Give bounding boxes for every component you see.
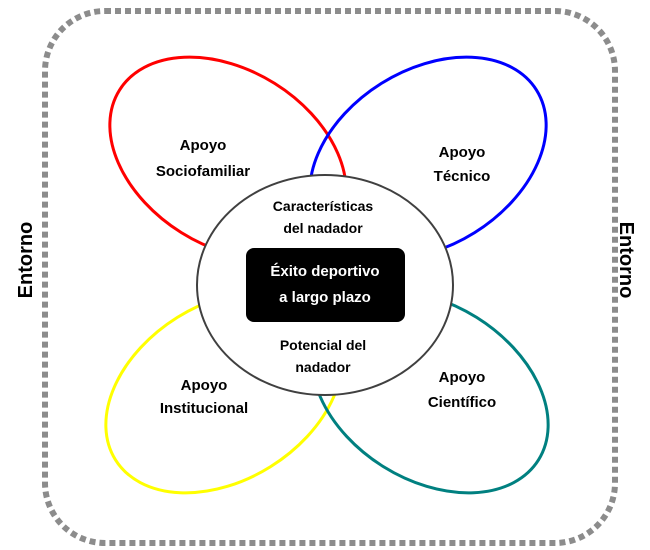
core-label-1: Éxito deportivo — [270, 263, 379, 280]
sociofamiliar-label-1: Apoyo — [180, 137, 227, 154]
environment-label-left: Entorno — [15, 222, 37, 299]
scientific-label-1: Apoyo — [439, 369, 486, 386]
institutional-label-2: Institucional — [160, 400, 248, 417]
characteristics-label-2: del nadador — [283, 220, 363, 236]
core-box — [246, 248, 405, 322]
core-label-2: a largo plazo — [279, 289, 371, 306]
potential-label-2: nadador — [295, 359, 351, 375]
sociofamiliar-label-2: Sociofamiliar — [156, 163, 250, 180]
scientific-label-2: Científico — [428, 394, 496, 411]
technical-label-2: Técnico — [434, 168, 491, 185]
characteristics-label-1: Características — [273, 198, 374, 214]
environment-label-right: Entorno — [615, 222, 637, 299]
institutional-label-1: Apoyo — [181, 377, 228, 394]
technical-label-1: Apoyo — [439, 144, 486, 161]
potential-label-1: Potencial del — [280, 337, 366, 353]
environment-border — [42, 8, 618, 546]
